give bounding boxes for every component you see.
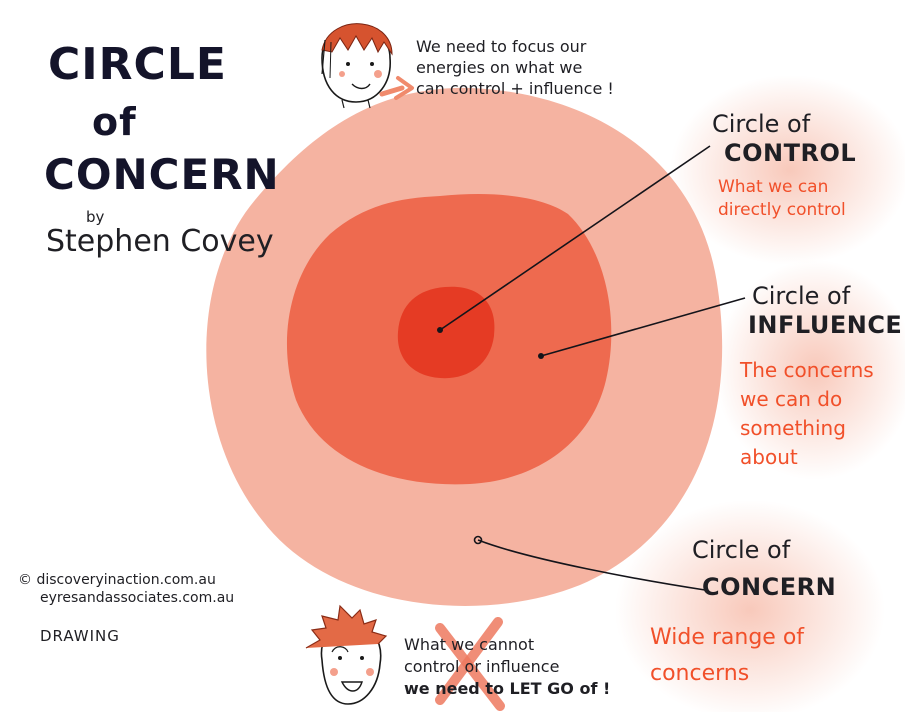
influence-leader-line [540,297,746,357]
influence-description: The concerns we can do something about [740,356,905,472]
influence-label: Circle of INFLUENCE [748,282,902,340]
cross-x-icon [435,617,505,711]
top-quote-line-2: energies on what we [416,58,583,77]
title-line-1: CIRCLE [48,39,227,90]
concern-label: Circle of CONCERN [692,536,836,602]
influence-desc-line-3: something about [740,416,846,469]
concern-desc-line-1: Wide range of [650,625,805,650]
top-quote: We need to focus our energies on what we… [416,36,614,99]
influence-leader-dot [538,353,544,359]
control-label-glow [670,75,905,265]
bottom-quote: What we cannot control or influence we n… [404,634,610,700]
smiling-face-icon [321,23,393,109]
credits-line-2: eyresandassociates.com.au [40,590,235,606]
title-line-2: of [92,100,137,144]
concern-leader-dot [473,535,483,545]
concern-label-glow [615,500,885,712]
influence-name: INFLUENCE [748,311,903,339]
control-desc-line-1: What we can [718,177,829,197]
bottom-quote-line-2: control or influence [404,657,560,676]
control-leader-dot [437,327,443,333]
concern-description: Wide range of concerns [650,620,804,692]
credits-line-3: DRAWING [40,627,120,645]
credits-line-1: © discoveryinaction.com.au [18,572,216,588]
surprised-face-icon [305,604,388,705]
influence-label-glow [715,260,905,480]
top-quote-line-1: We need to focus our [416,37,587,56]
control-name: CONTROL [724,139,857,167]
title-line-3: CONCERN [44,150,280,199]
concern-heading: Circle of [692,536,791,564]
credits: © discoveryinaction.com.au eyresandassoc… [18,572,234,644]
arrow-right-icon [379,76,414,100]
bottom-quote-line-3: we need to LET GO of ! [404,679,611,698]
influence-desc-line-1: The concerns [740,358,874,382]
control-heading: Circle of [712,110,811,138]
bottom-quote-line-1: What we cannot [404,635,535,654]
concern-desc-line-2: concerns [650,661,750,686]
influence-heading: Circle of [752,282,851,310]
top-quote-line-3: can control + influence ! [416,79,614,98]
control-desc-line-2: directly control [718,200,846,220]
title-by: by [86,208,105,226]
concern-leader-line [477,539,706,591]
concern-name: CONCERN [702,573,837,601]
title-author: Stephen Covey [46,224,274,259]
influence-desc-line-2: we can do [740,387,843,411]
control-leader-line [439,145,711,331]
control-label: Circle of CONTROL [712,110,856,168]
control-description: What we can directly control [718,176,846,222]
